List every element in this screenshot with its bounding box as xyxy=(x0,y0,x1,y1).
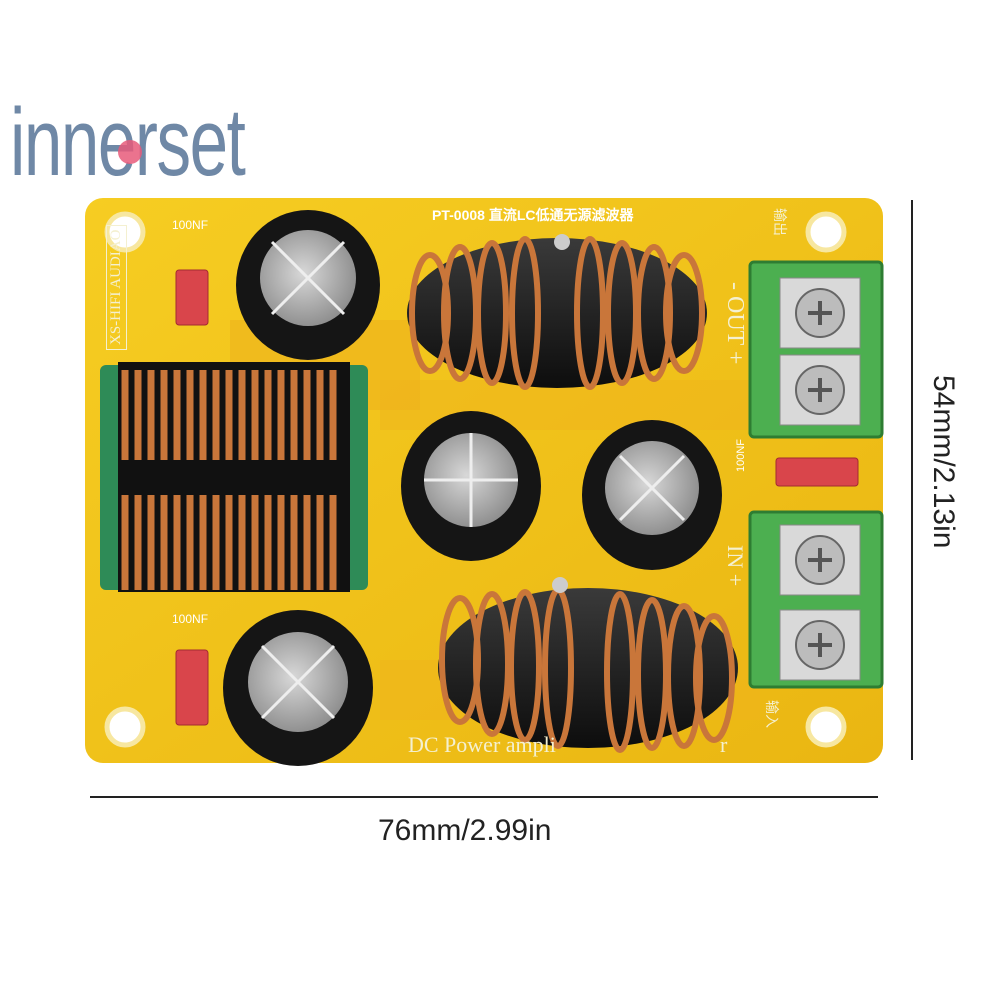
toroid-inductor-top xyxy=(407,234,707,390)
terminal-block-out xyxy=(748,260,884,439)
in-label: IN + xyxy=(723,545,748,587)
electrolytic-capacitor xyxy=(401,411,541,561)
electrolytic-capacitor xyxy=(236,210,380,360)
in-cn-label: 输入 xyxy=(763,700,778,728)
terminal-block-in xyxy=(748,510,884,689)
board-bottom-text: DC Power ampli xyxy=(408,732,556,757)
out-label: - OUT + xyxy=(722,282,748,365)
film-capacitor-right xyxy=(775,457,859,487)
mounting-hole xyxy=(104,211,146,253)
out-cn-label: 输出 xyxy=(771,208,786,236)
cap-label-bottom-left: 100NF xyxy=(172,612,209,626)
common-mode-inductor xyxy=(100,362,368,592)
board-model-title: PT-0008 直流LC低通无源滤波器 xyxy=(432,207,634,223)
mounting-hole xyxy=(805,706,847,748)
width-dimension-label: 76mm/2.99in xyxy=(378,814,552,847)
mounting-hole xyxy=(805,211,847,253)
film-capacitor-bottom-left xyxy=(175,649,209,726)
cap-label-top-left: 100NF xyxy=(172,218,209,232)
mounting-hole xyxy=(104,706,146,748)
board-bottom-text-tail: r xyxy=(720,732,728,757)
logo-accent-dot xyxy=(118,140,142,164)
film-capacitor-top-left xyxy=(175,269,209,326)
electrolytic-capacitor xyxy=(582,420,722,570)
electrolytic-capacitor xyxy=(223,610,373,766)
height-dimension-label: 54mm/2.13in xyxy=(927,375,960,549)
cap-label-right: 100NF xyxy=(735,438,747,472)
side-badge: XS-HIFI AUDIAO xyxy=(106,224,127,350)
toroid-inductor-bottom xyxy=(438,577,738,753)
